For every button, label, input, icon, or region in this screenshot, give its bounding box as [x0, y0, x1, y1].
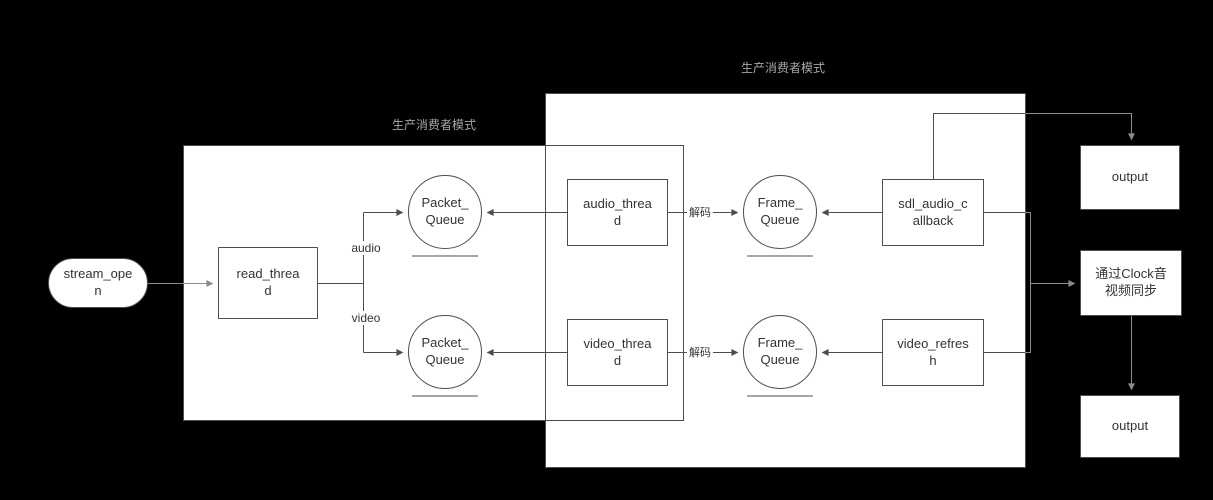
edge-label-audio: audio [345, 241, 387, 255]
node-video-thread: video_thread [567, 319, 668, 386]
edge-sdlcallback-up [933, 113, 1025, 179]
node-audio-thread: audio_thread [567, 179, 668, 246]
node-video-refresh: video_refresh [882, 319, 984, 386]
node-read-thread: read_thread [218, 247, 318, 319]
node-packet-queue-video: Packet_Queue [408, 315, 482, 389]
node-sdl-audio-callback: sdl_audio_callback [882, 179, 984, 246]
edge-label-decode-video: 解码 [687, 346, 713, 360]
node-frame-queue-audio: Frame_Queue [743, 175, 817, 249]
node-output-top: output [1080, 145, 1180, 210]
edge-videorefresh-clock [1025, 283, 1031, 353]
node-frame-queue-video: Frame_Queue [743, 315, 817, 389]
queue-underlines [412, 255, 813, 397]
node-clock-sync: 通过Clock音视频同步 [1080, 250, 1182, 316]
edge-label-decode-audio: 解码 [687, 206, 713, 220]
node-output-bottom: output [1080, 395, 1180, 458]
edge-right-segments [984, 212, 1025, 353]
edge-label-video: video [345, 311, 387, 325]
edge-readthread-branch [318, 212, 364, 353]
edge-top-output [1025, 113, 1135, 141]
node-packet-queue-audio: Packet_Queue [408, 175, 482, 249]
node-stream-open: stream_open [48, 258, 148, 308]
producer-consumer-label-top: 生产消费者模式 [741, 61, 826, 75]
producer-consumer-label-left: 生产消费者模式 [392, 118, 477, 132]
edge-sdlcallback-clock [1025, 212, 1076, 287]
container-right-border [545, 93, 1026, 468]
